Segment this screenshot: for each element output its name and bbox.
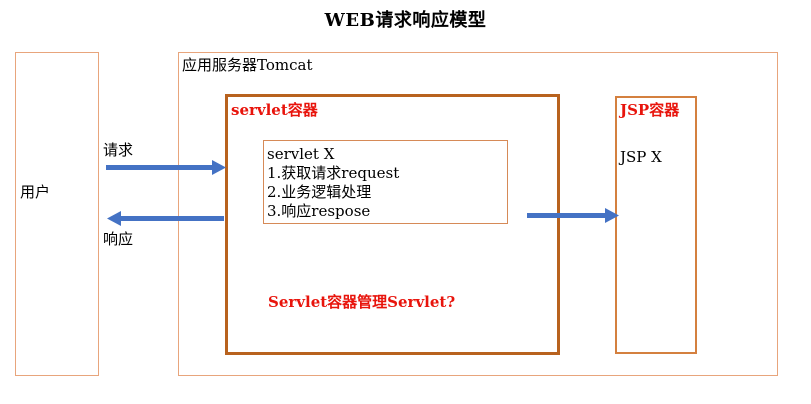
jsp-container-box: JSP容器 JSP X	[615, 96, 697, 354]
request-label: 请求	[103, 141, 134, 159]
jsp-x-label: JSP X	[620, 148, 662, 166]
servlet-container-box: servlet容器 Servlet容器管理Servlet?	[225, 94, 560, 355]
response-arrow	[107, 211, 224, 226]
app-server-box: 应用服务器Tomcat	[178, 52, 778, 376]
servlet-step-2: 2.业务逻辑处理	[267, 183, 372, 201]
servlet-container-question: Servlet容器管理Servlet?	[268, 293, 456, 311]
jsp-container-label: JSP容器	[620, 101, 680, 119]
user-label: 用户	[20, 183, 51, 201]
app-server-label: 应用服务器Tomcat	[182, 56, 313, 74]
request-arrow	[106, 160, 226, 175]
servlet-step-1: 1.获取请求request	[267, 164, 400, 182]
user-box: 用户	[15, 52, 99, 376]
servlet-to-jsp-arrow	[527, 208, 619, 223]
servlet-x-name: servlet X	[267, 145, 335, 163]
servlet-step-3: 3.响应respose	[267, 202, 371, 220]
servlet-container-label: servlet容器	[231, 101, 318, 119]
response-label: 响应	[103, 230, 134, 248]
servlet-x-box: servlet X 1.获取请求request 2.业务逻辑处理 3.响应res…	[263, 140, 508, 224]
diagram-title: WEB请求响应模型	[324, 10, 487, 31]
